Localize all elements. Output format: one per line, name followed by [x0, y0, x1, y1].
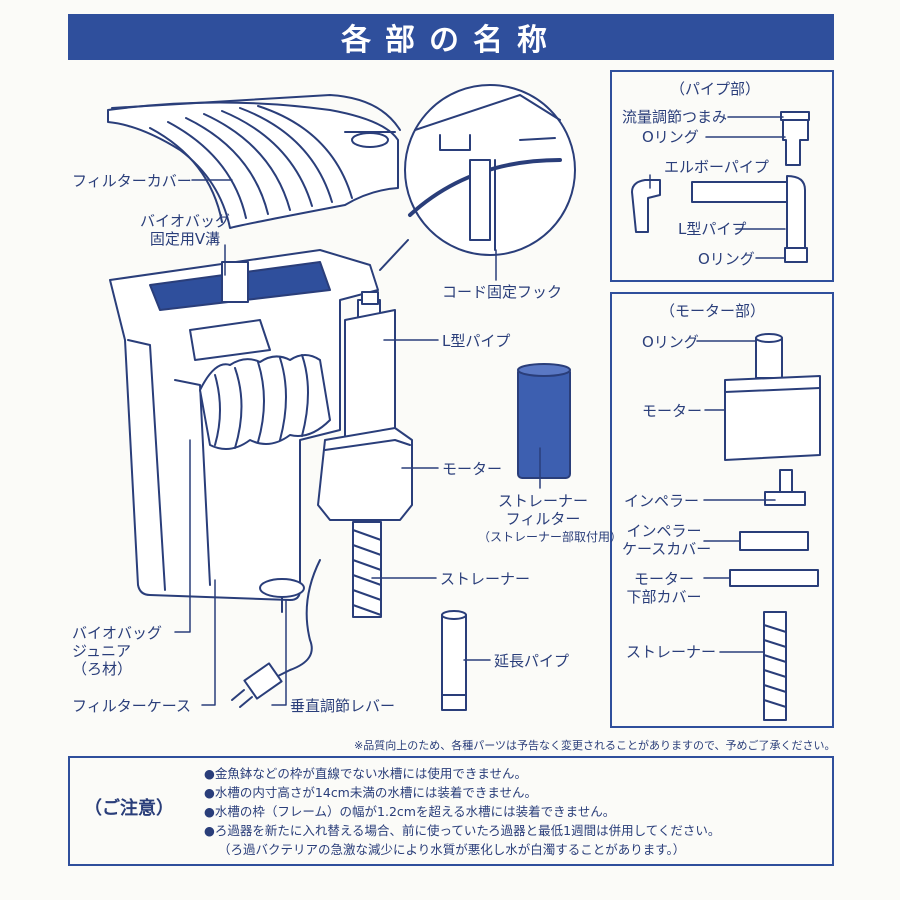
motor-panel — [610, 292, 834, 728]
page-title: 各部の名称 — [341, 23, 561, 58]
label-pipe-l-pipe: L型パイプ — [678, 220, 747, 238]
label-bio-bag-groove-line1: バイオバッグ — [140, 212, 231, 230]
label-strainer-filter-line2: フィルター — [505, 510, 581, 528]
filter-case-illustration — [109, 249, 379, 601]
notice-list: ●金魚鉢などの枠が直線でない水槽には使用できません。 ●水槽の内寸高さが14cm… — [204, 764, 720, 859]
label-bio-bag-groove: バイオバッグ 固定用V溝 — [140, 212, 230, 248]
cord-hook-zoom-illustration — [379, 84, 576, 271]
pipe-panel-heading: （パイプ部） — [670, 80, 761, 98]
label-pipe-o-ring-2: Oリング — [698, 250, 755, 268]
label-strainer-filter-line3: （ストレーナー部取付用） — [478, 530, 623, 544]
label-bio-bag-junior-line2: ジュニア — [72, 642, 131, 660]
label-strainer-filter-line1: ストレーナー — [497, 492, 588, 510]
label-strainer: ストレーナー — [440, 570, 531, 588]
label-bio-bag-groove-line2: 固定用V溝 — [149, 230, 221, 248]
label-strainer-filter: ストレーナー フィルター （ストレーナー部取付用） — [478, 492, 623, 546]
notice-item: ●ろ過器を新たに入れ替える場合、前に使っていたろ過器と最低1週間は併用してくださ… — [204, 823, 721, 838]
label-impeller-cover-line2: ケースカバー — [622, 540, 712, 558]
pipe-panel-parts — [631, 111, 810, 263]
motor-illustration — [317, 427, 413, 521]
vertical-lever-illustration — [259, 578, 305, 613]
label-filter-cover: フィルターカバー — [72, 172, 192, 190]
cord-illustration — [231, 559, 321, 708]
notice-item-note: （ろ過バクテリアの急激な減少により水質が悪化し水が白濁することがあります。） — [218, 842, 686, 857]
notice-item: ●金魚鉢などの枠が直線でない水槽には使用できません。 — [204, 766, 528, 781]
label-extension-pipe: 延長パイプ — [494, 652, 570, 670]
title-bar: 各部の名称 — [68, 14, 834, 60]
notice-heading: （ご注意） — [84, 798, 174, 819]
notice-box: （ご注意） ●金魚鉢などの枠が直線でない水槽には使用できません。 ●水槽の内寸高… — [68, 756, 834, 866]
label-motor-bottom-line1: モーター — [633, 570, 694, 588]
label-bio-bag-junior: バイオバッグ ジュニア （ろ材） — [72, 624, 162, 678]
label-motor-bottom-line2: 下部カバー — [626, 588, 702, 606]
label-pipe-o-ring-1: Oリング — [642, 128, 699, 146]
label-bio-bag-junior-line3: （ろ材） — [72, 660, 133, 678]
l-pipe-illustration — [344, 291, 396, 451]
motor-panel-parts — [724, 333, 821, 721]
label-vertical-lever: 垂直調節レバー — [290, 697, 396, 715]
label-elbow-pipe: エルボーパイプ — [664, 158, 769, 176]
extension-pipe-illustration — [441, 610, 467, 711]
leader-lines — [174, 116, 786, 706]
label-impeller-cover-line1: インペラー — [626, 522, 702, 540]
label-motor-strainer: ストレーナー — [626, 643, 717, 661]
notice-item: ●水槽の内寸高さが14cm未満の水槽には装着できません。 — [204, 785, 537, 800]
notice-item: ●水槽の枠（フレーム）の幅が1.2cmを超える水槽には装着できません。 — [204, 804, 616, 819]
label-motor: モーター — [442, 460, 503, 478]
label-impeller: インペラー — [624, 492, 700, 510]
label-cord-hook: コード固定フック — [442, 283, 563, 301]
filter-cover-illustration — [107, 94, 401, 229]
label-motor-part: モーター — [642, 402, 703, 420]
label-motor-bottom: モーター 下部カバー — [622, 570, 706, 606]
strainer-filter-sponge-illustration — [517, 363, 571, 479]
label-impeller-cover: インペラー ケースカバー — [622, 522, 712, 558]
label-bio-bag-junior-line1: バイオバッグ — [72, 624, 163, 642]
label-motor-o-ring: Oリング — [642, 333, 699, 351]
strainer-illustration — [352, 521, 382, 618]
label-l-pipe: L型パイプ — [442, 332, 511, 350]
pipe-panel — [610, 70, 834, 282]
label-filter-case: フィルターケース — [72, 697, 191, 715]
label-flow-knob: 流量調節つまみ — [622, 108, 728, 126]
motor-panel-heading: （モーター部） — [660, 302, 766, 320]
disclaimer-text: ※品質向上のため、各種パーツは予告なく変更されることがありますので、予めご了承く… — [354, 739, 836, 752]
